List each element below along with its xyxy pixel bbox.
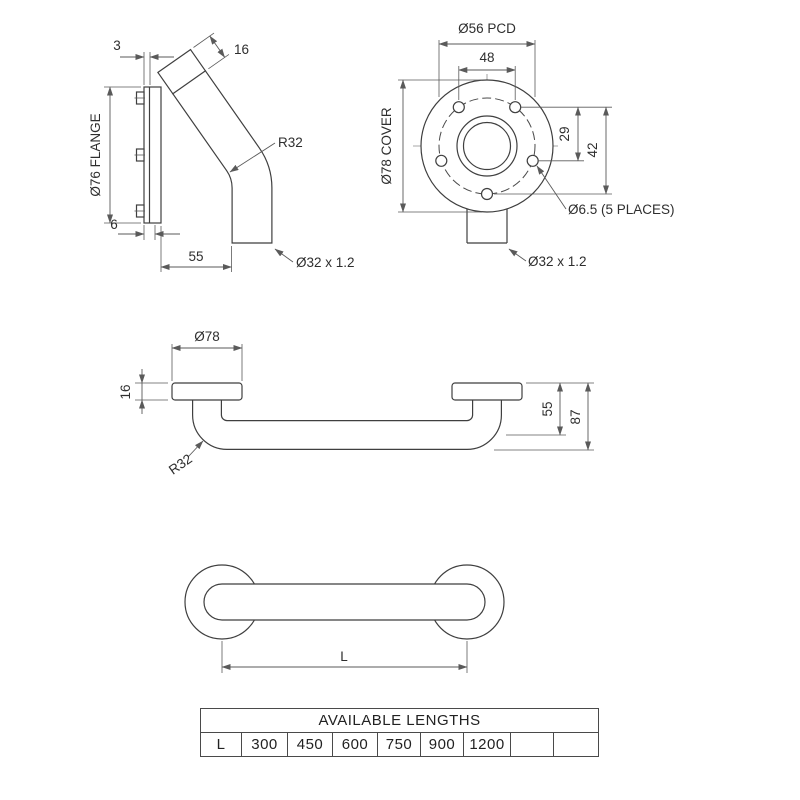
dim-offset-55: 55	[160, 226, 232, 272]
dim-label-holes: Ø6.5 (5 PLACES)	[568, 202, 675, 217]
length-value: 750	[377, 732, 421, 757]
dim-label-48: 48	[479, 50, 494, 65]
rail-side-view: Ø78 16 R32 55 87	[118, 329, 594, 478]
dim-bend-radius-r32: R32	[229, 135, 303, 173]
dim-label-16: 16	[234, 42, 249, 57]
bolt-hole	[452, 101, 465, 114]
dim-label-55: 55	[540, 401, 555, 416]
dim-label-55: 55	[188, 249, 203, 264]
dim-height-87: 87	[494, 382, 594, 451]
table-row-label: L	[200, 732, 242, 757]
bolt-hole	[480, 187, 494, 201]
dim-label-cover-dia: Ø78 COVER	[379, 107, 394, 185]
dim-label-87: 87	[568, 409, 583, 424]
dim-label-length: L	[340, 649, 348, 664]
available-lengths-table: AVAILABLE LENGTHS L 300 450 600 750 900 …	[199, 708, 600, 757]
wall-flange-plate	[143, 86, 162, 224]
rail-tube-plan	[203, 583, 486, 621]
dim-cover-thickness-16: 16	[118, 369, 168, 414]
dim-label-r32: R32	[166, 451, 195, 477]
dim-label-tube: Ø32 x 1.2	[296, 255, 355, 270]
dim-label-flange-dia: Ø76 FLANGE	[88, 113, 103, 196]
dim-pcd: Ø56 PCD	[438, 21, 536, 97]
tube-fill	[158, 49, 272, 243]
dim-label-6: 6	[110, 217, 118, 232]
rail-tube-fill	[193, 398, 501, 449]
bolt-hole	[526, 154, 539, 167]
tube-fill	[467, 209, 507, 243]
tube-end-cap-line	[157, 48, 192, 74]
dim-cover-diameter: Ø78 COVER	[379, 79, 482, 213]
dim-gap-6: 6	[110, 217, 180, 240]
dim-bend-radius-r32: R32	[166, 440, 204, 478]
dim-label-29: 29	[557, 126, 572, 141]
dim-vertical-42: 42	[494, 106, 612, 195]
length-value: 1200	[463, 732, 511, 757]
length-value: 600	[332, 732, 378, 757]
pcd-circle	[438, 97, 536, 195]
bolt-hole	[435, 154, 448, 167]
flange-side-view: 3 Ø76 FLANGE 16 R32 6	[88, 32, 355, 272]
dim-label-r32: R32	[278, 135, 303, 150]
length-value-empty	[552, 732, 600, 757]
bolt-hole	[509, 101, 522, 114]
dim-label-pcd: Ø56 PCD	[458, 21, 516, 36]
flange-front-view: Ø56 PCD 48 Ø78 COVER 29 42 Ø6.5	[379, 21, 675, 269]
dim-label-42: 42	[585, 142, 600, 157]
dim-plate-thickness-3: 3	[113, 38, 174, 85]
length-value: 300	[241, 732, 288, 757]
dim-length-L: L	[221, 641, 468, 673]
dim-tube-spec: Ø32 x 1.2	[274, 248, 355, 270]
dim-label-78: Ø78	[194, 329, 220, 344]
length-value: 900	[420, 732, 464, 757]
dim-cover-16: 16	[193, 32, 249, 70]
dim-height-55: 55	[506, 382, 566, 436]
dim-cover-dia-78: Ø78	[171, 329, 243, 381]
dim-tube-spec: Ø32 x 1.2	[508, 248, 587, 269]
dim-label-16: 16	[118, 384, 133, 399]
dim-vertical-29: 29	[521, 106, 612, 162]
bolt-holes	[435, 101, 539, 201]
length-value: 450	[287, 732, 333, 757]
length-value-empty	[510, 732, 554, 757]
leader-line	[274, 248, 294, 263]
table-title: AVAILABLE LENGTHS	[199, 708, 600, 733]
leader-line	[229, 142, 276, 173]
tube-inner-circle	[462, 121, 512, 171]
dim-flange-diameter: Ø76 FLANGE	[88, 86, 141, 224]
leader-line	[187, 440, 204, 458]
dim-hole-spacing-48: 48	[458, 50, 516, 100]
flange-cover-left	[171, 382, 243, 401]
mounting-screws	[134, 91, 145, 218]
leader-line	[536, 165, 567, 210]
leader-line	[508, 248, 527, 262]
dim-label-tube: Ø32 x 1.2	[528, 254, 587, 269]
dim-bolt-holes: Ø6.5 (5 PLACES)	[536, 165, 675, 217]
cover-edge-line	[171, 70, 207, 95]
dim-label-3: 3	[113, 38, 121, 53]
flange-cover-right	[451, 382, 523, 401]
rail-plan-view: L	[184, 564, 505, 673]
